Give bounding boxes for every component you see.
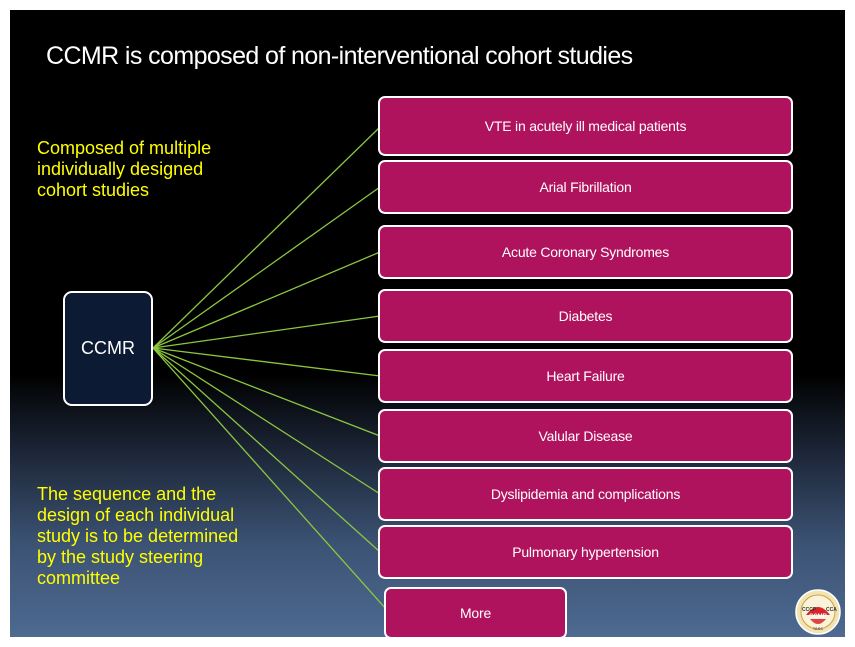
study-box-valvular-disease: Valular Disease xyxy=(378,409,793,463)
study-box-acute-coronary-syndromes: Acute Coronary Syndromes xyxy=(378,225,793,279)
study-box-pulmonary-hypertension: Pulmonary hypertension xyxy=(378,525,793,579)
connector-line-more xyxy=(152,347,387,610)
composition-note: Composed of multiple individually design… xyxy=(37,138,212,200)
sequence-note: The sequence and the design of each indi… xyxy=(37,484,239,588)
slide: CCMR is composed of non-interventional c… xyxy=(10,10,845,637)
study-box-heart-failure: Heart Failure xyxy=(378,349,793,403)
connector-lines xyxy=(152,126,387,610)
ccmr-logo: CCCP CCA CCMR TASC xyxy=(795,589,841,635)
slide-title: CCMR is composed of non-interventional c… xyxy=(46,42,633,70)
svg-text:CCMR: CCMR xyxy=(809,614,828,620)
connector-line-dyslipidemia xyxy=(152,347,381,495)
study-box-dyslipidemia: Dyslipidemia and complications xyxy=(378,467,793,521)
study-box-vte: VTE in acutely ill medical patients xyxy=(378,96,793,156)
connector-line-vte xyxy=(152,126,381,349)
connector-line-acs xyxy=(152,251,381,349)
connector-line-heart-failure xyxy=(152,347,381,377)
svg-text:TASC: TASC xyxy=(813,626,824,631)
ccmr-node: CCMR xyxy=(63,291,153,406)
study-box-diabetes: Diabetes xyxy=(378,289,793,343)
study-box-more: More xyxy=(384,587,567,637)
svg-text:CCCP: CCCP xyxy=(802,607,817,613)
study-box-atrial-fibrillation: Arial Fibrillation xyxy=(378,160,793,214)
connector-line-pulmonary xyxy=(152,347,381,553)
connector-line-valvular xyxy=(152,347,381,437)
connector-line-diabetes xyxy=(152,315,381,349)
connector-line-af xyxy=(152,186,381,349)
svg-text:CCA: CCA xyxy=(826,607,837,613)
